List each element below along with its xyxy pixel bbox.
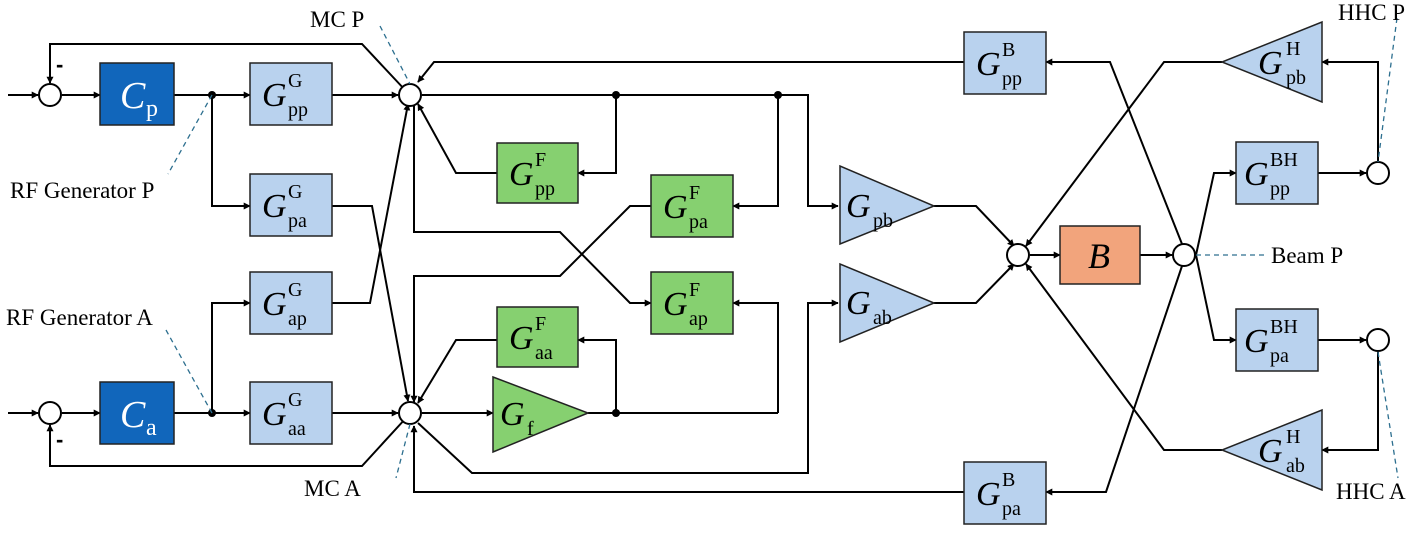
label-rf-generator-a: RF Generator A <box>6 305 153 330</box>
block-superscript: F <box>689 279 700 301</box>
block-subscript: p <box>146 96 158 122</box>
block-superscript: F <box>535 149 546 171</box>
block-subscript: ap <box>288 308 307 330</box>
block-g-pa-g: G G pa <box>249 173 333 237</box>
block-subscript: pp <box>1270 178 1290 200</box>
minus-sign-p: - <box>56 52 63 77</box>
node-hhc-p <box>1366 161 1390 185</box>
block-superscript: H <box>1286 38 1300 60</box>
block-superscript: G <box>288 70 302 92</box>
block-superscript: F <box>689 182 700 204</box>
summing-node-mc-p <box>398 83 422 107</box>
block-g-pp-b: G B pp <box>963 31 1047 95</box>
block-main-symbol: G <box>262 188 287 225</box>
label-beam-p: Beam P <box>1271 243 1343 268</box>
node-beam-p <box>1172 243 1196 267</box>
block-subscript: pp <box>535 178 555 200</box>
block-main-symbol: G <box>846 188 871 225</box>
block-g-ab-h: G H ab <box>1219 408 1323 492</box>
block-main-symbol: G <box>976 476 1001 513</box>
block-g-pa-b: G B pa <box>963 461 1047 525</box>
block-main-symbol: G <box>663 189 688 226</box>
block-g-ab: G ab <box>839 262 936 344</box>
block-subscript: pp <box>288 99 308 121</box>
block-main-symbol: C <box>120 75 146 117</box>
block-main-symbol: G <box>509 320 534 357</box>
block-c-p: C p <box>99 62 175 126</box>
block-b: B <box>1059 225 1141 285</box>
block-main-symbol: G <box>1244 323 1269 360</box>
summing-node-input-a <box>38 401 62 425</box>
block-subscript: pb <box>1286 67 1306 89</box>
block-subscript: aa <box>535 342 553 364</box>
junction-dots <box>208 91 782 417</box>
block-g-pa-bh: G BH pa <box>1235 308 1319 372</box>
label-hhc-p: HHC P <box>1338 0 1405 25</box>
block-main-symbol: G <box>976 46 1001 83</box>
block-main-symbol: G <box>1258 433 1283 470</box>
label-rf-generator-p: RF Generator P <box>10 178 154 203</box>
block-superscript: B <box>1002 469 1015 491</box>
block-g-pp-f: G F pp <box>496 142 579 204</box>
label-mc-a: MC A <box>304 476 361 501</box>
block-g-pp-bh: G BH pp <box>1235 141 1319 205</box>
block-subscript: pa <box>288 210 307 232</box>
block-subscript: pa <box>689 211 708 233</box>
block-main-symbol: C <box>120 394 146 436</box>
block-subscript: ap <box>689 308 708 330</box>
block-g-ap-g: G G ap <box>249 271 333 335</box>
block-g-pb-h: G H pb <box>1219 20 1323 104</box>
block-g-aa-g: G G aa <box>249 381 333 445</box>
block-main-symbol: G <box>1258 45 1283 82</box>
block-subscript: aa <box>288 418 306 440</box>
block-subscript: pa <box>1270 345 1289 367</box>
block-g-f: G f <box>492 375 591 454</box>
block-main-symbol: B <box>1088 236 1110 276</box>
block-main-symbol: G <box>262 396 287 433</box>
block-superscript: G <box>288 181 302 203</box>
block-subscript: ab <box>873 307 892 329</box>
block-subscript: f <box>527 418 534 440</box>
block-main-symbol: G <box>262 286 287 323</box>
block-main-symbol: G <box>846 285 871 322</box>
block-superscript: BH <box>1270 316 1298 338</box>
block-subscript: a <box>146 415 157 441</box>
summing-node-beam <box>1006 243 1030 267</box>
block-main-symbol: G <box>1244 156 1269 193</box>
block-subscript: pp <box>1002 68 1022 90</box>
block-g-ap-f: G F ap <box>650 271 734 335</box>
block-g-aa-f: G F aa <box>496 306 579 368</box>
block-superscript: H <box>1286 426 1300 448</box>
block-g-pp-g: G G pp <box>249 62 333 126</box>
block-main-symbol: G <box>509 156 534 193</box>
block-superscript: BH <box>1270 149 1298 171</box>
block-g-pb: G pb <box>839 164 936 246</box>
block-main-symbol: G <box>262 77 287 114</box>
minus-sign-a: - <box>56 427 63 452</box>
block-subscript: pb <box>873 210 893 232</box>
label-mc-p: MC P <box>310 7 364 32</box>
block-main-symbol: G <box>663 286 688 323</box>
block-superscript: B <box>1002 39 1015 61</box>
block-subscript: ab <box>1286 455 1305 477</box>
signal-wires <box>8 43 1379 496</box>
block-g-pa-f: G F pa <box>650 174 734 238</box>
block-superscript: G <box>288 389 302 411</box>
callout-lines <box>165 17 1399 479</box>
block-main-symbol: G <box>500 396 525 433</box>
block-subscript: pa <box>1002 498 1021 520</box>
summing-node-input-p <box>38 83 62 107</box>
summing-nodes <box>38 83 1390 425</box>
summing-node-mc-a <box>398 401 422 425</box>
block-superscript: F <box>535 313 546 335</box>
node-hhc-a <box>1366 328 1390 352</box>
label-hhc-a: HHC A <box>1336 479 1406 504</box>
block-superscript: G <box>288 279 302 301</box>
block-c-a: C a <box>99 381 175 445</box>
